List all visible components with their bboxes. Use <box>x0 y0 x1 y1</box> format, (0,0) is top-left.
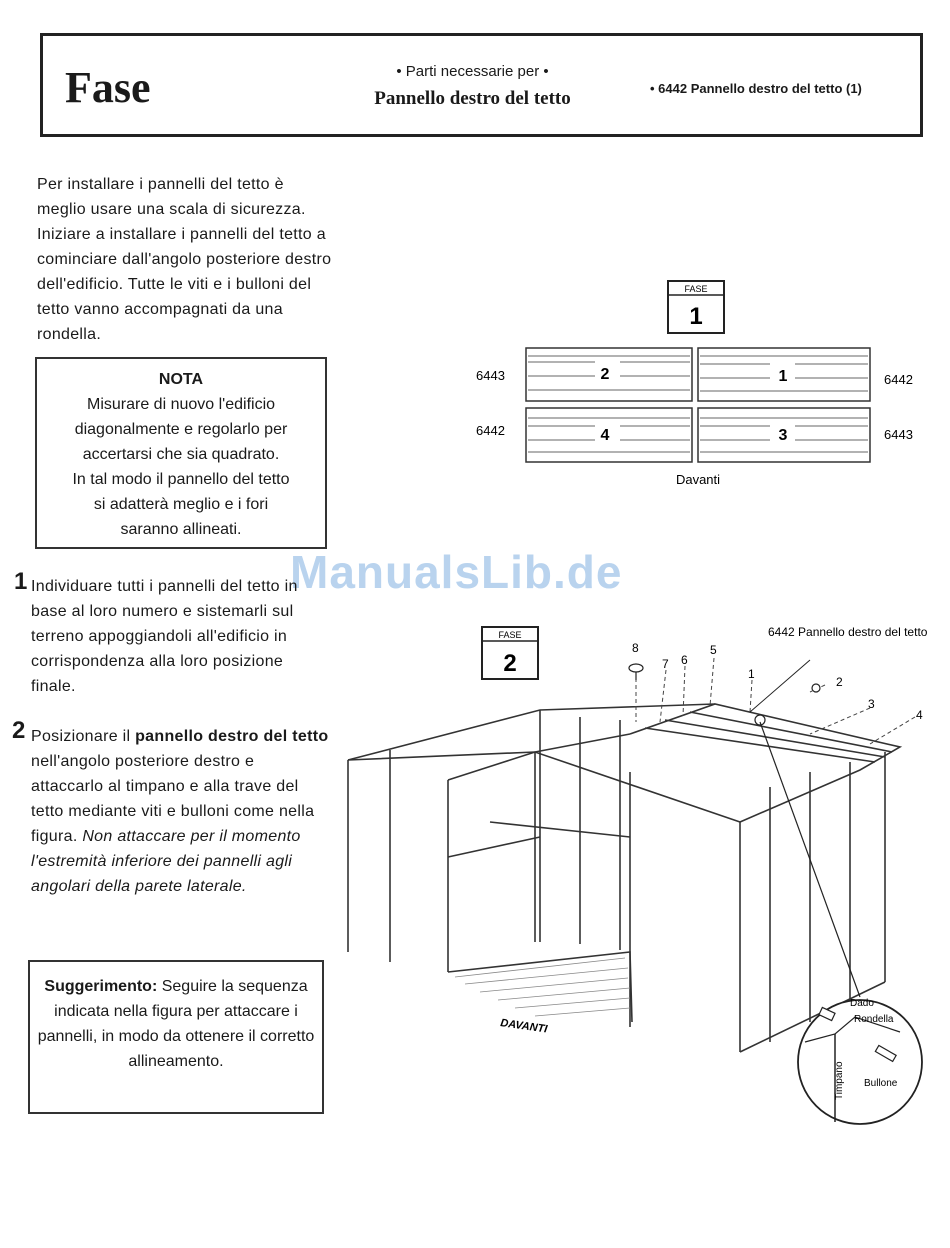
step-2-text-b: nell'angolo posteriore destro e attaccar… <box>31 753 315 845</box>
callout-label: 6442 Pannello destro del tetto <box>768 625 928 639</box>
seq-6: 6 <box>681 653 688 667</box>
fase-1-label: FASE <box>684 284 707 294</box>
step-1-text: Individuare tutti i pannelli del tetto i… <box>31 578 298 695</box>
detail-washer-label: Rondella <box>854 1014 894 1025</box>
step-2-text-a: Posizionare il <box>31 728 136 745</box>
tip-box: Suggerimento: Seguire la sequenza indica… <box>28 960 324 1114</box>
panel-2-code: 6443 <box>476 368 505 383</box>
detail-bolt-label: Bullone <box>864 1078 898 1089</box>
page-title: Fase <box>65 63 151 112</box>
seq-5: 5 <box>710 643 717 657</box>
panel-1 <box>697 347 871 402</box>
note-line: si adatterà meglio e i fori <box>93 496 269 513</box>
figure-1-front-label: Davanti <box>676 472 720 487</box>
detail-leader <box>759 721 861 998</box>
fase-2-label: FASE <box>498 630 521 640</box>
step-2-number: 2 <box>12 717 26 744</box>
fase-2-number: 2 <box>503 650 516 677</box>
panel-4-number: 4 <box>601 427 610 444</box>
note-box: NOTA Misurare di nuovo l'edificio diagon… <box>35 357 327 549</box>
seq-3: 3 <box>868 697 875 711</box>
parts-needed-label: • Parti necessarie per • <box>396 63 549 80</box>
note-line: Misurare di nuovo l'edificio <box>86 396 276 413</box>
floor-hatch <box>454 957 631 1017</box>
step-1-number: 1 <box>14 568 28 595</box>
shed-frame <box>347 703 903 1053</box>
panel-3-code: 6443 <box>884 427 913 442</box>
panel-1-number: 1 <box>779 368 788 385</box>
panel-2-number: 2 <box>601 366 610 383</box>
seq-4: 4 <box>916 708 923 722</box>
fase-1-badge: FASE 1 <box>667 280 725 334</box>
seq-1: 1 <box>748 667 755 681</box>
panel-4 <box>525 407 693 463</box>
tip-text: Seguire la sequenza indicata nella figur… <box>37 978 315 1070</box>
watermark: ManualsLib.de <box>290 546 623 598</box>
header-box <box>40 33 923 137</box>
step-2-text-italic: Non attaccare per il momento l'estremità… <box>31 828 301 895</box>
detail-gable-label: Timpano <box>834 1061 845 1100</box>
seq-2: 2 <box>836 675 843 689</box>
note-line: diagonalmente e regolarlo per <box>74 421 288 438</box>
note-line: accertarsi che sia quadrato. <box>82 446 280 463</box>
figure-2-front-label: DAVANTI <box>500 1017 549 1036</box>
figure-1-panel-layout: FASE 1 2 1 4 3 6443 6442 6442 6443 Davan… <box>476 280 913 487</box>
detail-circle: Dado Rondella Bullone Timpano <box>797 998 923 1125</box>
seq-8: 8 <box>632 641 639 655</box>
callout-leader <box>749 659 811 713</box>
fase-2-badge: FASE 2 <box>481 626 539 680</box>
parts-item: • 6442 Pannello destro del tetto (1) <box>650 81 862 96</box>
intro-paragraph: Per installare i pannelli del tetto è me… <box>37 176 332 343</box>
panel-4-code: 6442 <box>476 423 505 438</box>
figure-2-shed-diagram: FASE 2 <box>347 625 928 1125</box>
screw-icon <box>628 663 821 726</box>
detail-nut-label: Dado <box>850 998 874 1009</box>
tip-label: Suggerimento: <box>44 978 158 995</box>
step-2-text: Posizionare il pannello destro del tetto… <box>31 724 329 899</box>
panel-2 <box>525 347 693 402</box>
panel-3-number: 3 <box>779 427 788 444</box>
fase-1-number: 1 <box>689 303 702 330</box>
panel-1-code: 6442 <box>884 372 913 387</box>
step-2-text-bold: pannello destro del tetto <box>135 728 329 745</box>
note-title: NOTA <box>158 371 204 388</box>
note-line: saranno allineati. <box>120 521 242 538</box>
parts-needed-name: Pannello destro del tetto <box>374 88 571 109</box>
panel-3 <box>697 407 871 463</box>
seq-7: 7 <box>662 657 669 671</box>
note-line: In tal modo il pannello del tetto <box>72 471 290 488</box>
